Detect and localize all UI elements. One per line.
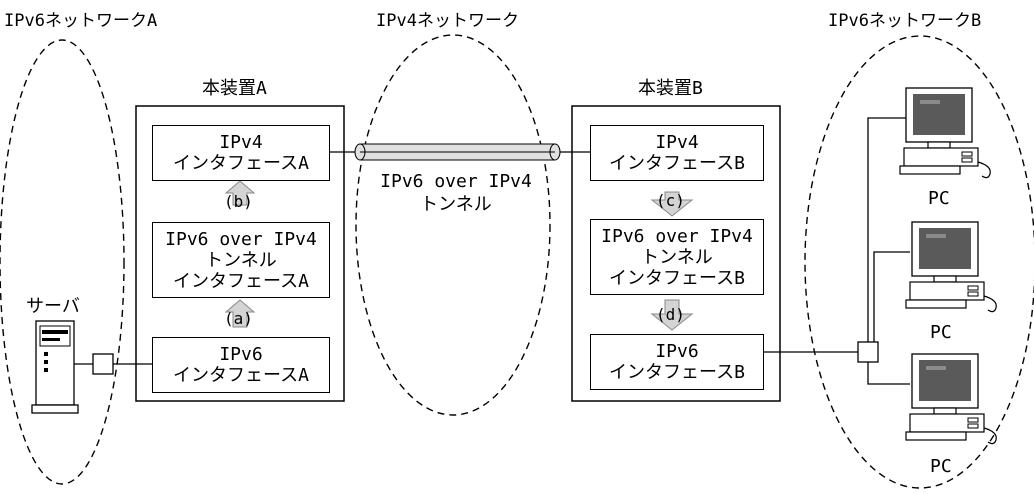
device-a-frame — [135, 105, 345, 402]
tunnel-tube — [354, 143, 561, 161]
interface-line: インタフェースA — [173, 270, 309, 292]
interface-line: IPv6 — [219, 344, 263, 365]
ipv6-network-b-label: IPv6ネットワークB — [828, 11, 982, 31]
interface-line: インタフェースA — [173, 365, 309, 386]
interface-line: トンネル — [641, 246, 713, 268]
ipv4-network-boundary — [355, 34, 551, 416]
step-b-label: (b) — [224, 192, 253, 211]
tunnel-label-line: IPv6 over IPv4 — [380, 171, 532, 192]
interface-line: トンネル — [205, 249, 277, 271]
device-a-title: 本装置A — [202, 78, 267, 99]
pc-icon-2 — [905, 221, 997, 313]
device-b-frame — [571, 105, 781, 402]
interface-line: インタフェースB — [609, 153, 745, 174]
pc3-link — [867, 362, 910, 385]
device-a-ipv4-interface: IPv4 インタフェースA — [152, 125, 330, 181]
device-b-title: 本装置B — [638, 78, 703, 99]
interface-line: IPv6 over IPv4 — [165, 228, 317, 250]
pc-label-3: PC — [930, 456, 952, 477]
arrow-a-up — [224, 299, 256, 328]
pc-icon-1 — [899, 87, 991, 179]
step-c-label: (c) — [656, 191, 685, 210]
step-d-label: (d) — [656, 305, 685, 324]
interface-line: インタフェースB — [609, 362, 745, 383]
server-label: サーバ — [26, 296, 80, 317]
arrow-c-down — [650, 191, 694, 217]
interface-line: インタフェースB — [609, 267, 745, 289]
switch-b-icon — [857, 341, 879, 363]
ipv6-network-a-boundary — [0, 39, 125, 485]
device-b-ipv6-interface: IPv6 インタフェースB — [590, 334, 764, 390]
device-a-ipv6-interface: IPv6 インタフェースA — [152, 337, 330, 393]
pc2-link — [873, 251, 910, 342]
arrow-b-up — [224, 180, 256, 206]
ipv4-network-label: IPv4ネットワーク — [376, 11, 519, 31]
pc-label-1: PC — [928, 188, 950, 209]
pc-label-2: PC — [930, 322, 952, 343]
pc-icon-3 — [905, 353, 997, 445]
interface-line: IPv6 over IPv4 — [601, 225, 753, 247]
interface-line: IPv4 — [655, 132, 699, 153]
arrow-d-down — [650, 299, 694, 331]
switch-a-icon — [92, 353, 114, 375]
step-a-label: (a) — [224, 309, 253, 328]
interface-line: インタフェースA — [173, 153, 309, 174]
device-b-tunnel-interface: IPv6 over IPv4 トンネル インタフェースB — [590, 219, 764, 295]
tunnel-label: IPv6 over IPv4 トンネル — [366, 170, 546, 216]
interface-line: IPv4 — [219, 132, 263, 153]
interface-line: IPv6 — [655, 341, 699, 362]
server-icon — [31, 320, 79, 414]
tunnel-label-line: トンネル — [420, 194, 492, 215]
pc1-link — [867, 117, 910, 342]
device-a-tunnel-interface: IPv6 over IPv4 トンネル インタフェースA — [152, 222, 330, 298]
ipv6-network-a-label: IPv6ネットワークA — [4, 11, 158, 31]
device-b-ipv4-interface: IPv4 インタフェースB — [590, 125, 764, 181]
